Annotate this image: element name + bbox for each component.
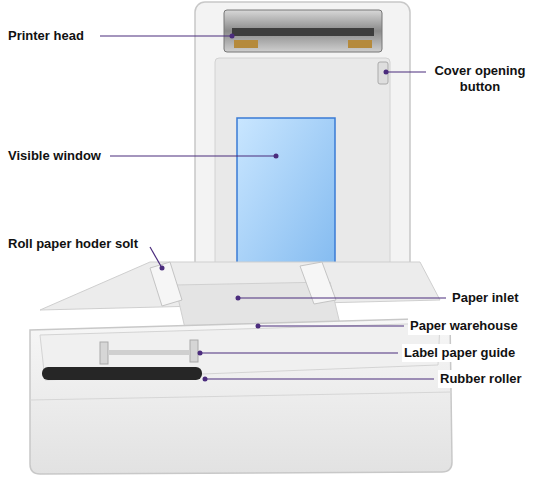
leader-dot: [274, 154, 279, 159]
part-label: Visible window: [6, 147, 103, 165]
printer-lid: [195, 2, 410, 297]
leader-line: [200, 352, 398, 353]
leader-line: [150, 247, 162, 268]
guide-rail: [108, 350, 190, 355]
part-label: Cover opening button: [426, 62, 534, 96]
roll-holder-slot: [150, 262, 182, 306]
label-guide: [190, 340, 198, 362]
printer-base: [30, 318, 452, 474]
leader-line: [205, 378, 434, 379]
printer-head: [224, 10, 382, 52]
part-label: Paper inlet: [450, 289, 520, 307]
print-strip: [232, 28, 374, 36]
part-label: Rubber roller: [438, 370, 524, 388]
leader-dot: [256, 324, 261, 329]
leader-dot: [203, 377, 208, 382]
leader-line: [110, 155, 276, 156]
leader-dot: [230, 34, 235, 39]
part-label: Paper warehouse: [408, 317, 520, 335]
part-label: Roll paper hoder solt: [6, 235, 140, 253]
leader-dot: [384, 70, 389, 75]
cover-button: [378, 62, 388, 84]
leader-dot: [198, 351, 203, 356]
base-deck: [40, 323, 440, 380]
base-edge: [30, 392, 452, 400]
head-spring: [234, 40, 258, 48]
leader-line: [100, 35, 232, 36]
leader-line: [258, 325, 404, 326]
leader-line: [238, 297, 446, 298]
rubber-roller: [42, 367, 202, 380]
label-guide: [100, 342, 108, 364]
leader-line: [386, 71, 430, 72]
part-label: Label paper guide: [402, 344, 517, 362]
leader-dot: [160, 266, 165, 271]
leader-dot: [236, 296, 241, 301]
head-spring: [348, 40, 372, 48]
leader-dots: [160, 34, 389, 382]
part-label: Printer head: [6, 27, 86, 45]
leader-lines: [100, 36, 446, 379]
